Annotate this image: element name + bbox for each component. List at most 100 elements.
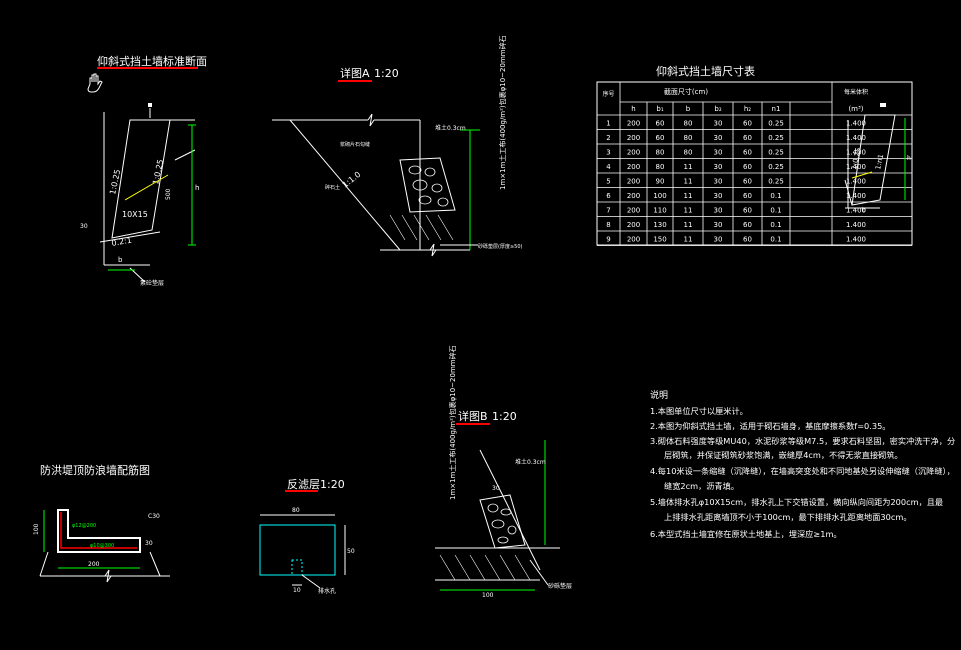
table-cell: 200 [627,207,640,215]
flood-dim-200: 200 [88,561,100,568]
table-cell: 80 [656,149,665,157]
main-dim-500: 500 [165,188,172,200]
table-cell: 1.400 [846,163,866,171]
table-cell: 60 [743,163,752,171]
detail-b-vertical-text: 1m×1m土工布(400g/m²)包裹φ10~20mm碎石 [448,345,457,500]
table-cell: 30 [714,178,723,186]
table-header-no: 序号 [602,90,614,98]
table-title: 仰斜式挡土墙尺寸表 [656,64,755,78]
table-cell: 200 [627,163,640,171]
main-dim-30: 30 [80,223,88,230]
detail-a-drawing: 详图A 1:20 1:1.0 碎石土 浆砌片石勾缝 堆土 [272,35,523,257]
detail-b-label-bottom: 砂砾垫层 [548,582,572,590]
flood-dim-c30: C30 [148,513,160,520]
flood-rebar-2: φ10@300 [90,543,114,549]
filter-layer-title: 反滤层 [287,478,320,491]
table-cell: 11 [684,163,693,171]
table-cell: 2 [606,134,610,142]
main-dim-h: h [195,184,199,192]
table-cell: 1.400 [846,134,866,142]
table-cell: 60 [743,120,752,128]
table-cell: 200 [627,149,640,157]
table-cell: 0.1 [770,192,781,200]
table-cell: 110 [653,207,666,215]
notes-item: 5.墙体排水孔φ10X15cm，排水孔上下交错设置，横向纵向间距为200cm，且… [650,497,943,507]
table-cell: 30 [714,149,723,157]
table-cell: 1 [606,120,610,128]
table-cell: 60 [743,178,752,186]
notes-block: 说明 1.本图单位尺寸以厘米计。 2.本图为仰斜式挡土墙，适用于砌石墙身，基底摩… [650,389,955,539]
filter-layer-scale: 1:20 [320,478,345,491]
filter-dim-top: 80 [292,507,300,514]
detail-a-title: 详图A [340,66,370,80]
table-cell: 100 [653,192,666,200]
small-dim-b: b [862,207,866,214]
notes-item: 1.本图单位尺寸以厘米计。 [650,406,748,416]
main-section-drawing: 仰斜式挡土墙标准断面 1:0.25 1:0.25 0.2:1 10X15 h b… [80,54,207,287]
table-cell: 1.400 [846,192,866,200]
detail-a-label-fill: 碎石土 [325,184,340,191]
table-cell: 200 [627,221,640,229]
table-cell: 60 [656,134,665,142]
main-dim-b: b [118,256,123,264]
table-header-cell: b₂ [714,105,721,113]
flood-wall-drawing: 防洪堤顶防浪墙配筋图 200 100 30 φ12@200 φ10@300 C3… [33,463,170,583]
table-cell: 60 [656,120,665,128]
detail-a-slope: 1:1.0 [341,170,363,190]
table-cell: 0.25 [768,134,784,142]
table-cell: 7 [606,207,610,215]
notes-title: 说明 [650,389,668,401]
table-cell: 11 [684,178,693,186]
table-cell: 200 [627,134,640,142]
table-cell: 0.25 [768,120,784,128]
detail-b-label-top: 堆土0.3cm [515,458,546,466]
detail-a-scale: 1:20 [374,67,399,80]
table-cell: 30 [714,221,723,229]
table-cell: 8 [606,221,610,229]
table-cell: 1.400 [846,149,866,157]
table-header-extra: 每米体积 [844,88,868,96]
detail-a-label-right-top: 堆土0.3cm [435,124,466,132]
table-cell: 30 [714,236,723,244]
detail-b-dim-100: 100 [482,592,494,599]
table-cell: 60 [743,236,752,244]
detail-b-dim-30: 30 [492,485,500,492]
table-cell: 150 [653,236,666,244]
notes-item: 层砌筑，并保证砌筑砂浆饱满，嵌缝厚4cm，不得无浆直接砌筑。 [664,450,903,460]
table-cell: 200 [627,120,640,128]
table-cell: 200 [627,236,640,244]
flood-dim-100: 100 [33,523,40,535]
table-cell: 5 [606,178,610,186]
table-cell: 0.1 [770,207,781,215]
flood-rebar-1: φ12@200 [72,523,96,529]
table-header-group: 截面尺寸(cm) [664,87,708,96]
detail-a-label-top: 浆砌片石勾缝 [340,141,370,148]
table-cell: 80 [684,134,693,142]
flood-dim-30: 30 [145,540,153,547]
detail-a-label-right-bottom: 砂砾垫层(厚度≥50) [478,243,523,250]
filter-note: 排水孔 [318,587,336,595]
table-cell: 1.400 [846,221,866,229]
table-cell: 0.25 [768,149,784,157]
filter-dim-10: 10 [293,587,301,594]
detail-b-title: 详图B [458,409,488,423]
table-cell: 90 [656,178,665,186]
table-cell: 30 [714,120,723,128]
filter-layer-drawing: 反滤层 1:20 80 50 10 排水孔 [259,478,355,595]
table-cell: 200 [627,192,640,200]
table-cell: 1.400 [846,178,866,186]
main-note-bottom: 素砼垫层 [140,279,164,287]
table-cell: 60 [743,221,752,229]
notes-item: 2.本图为仰斜式挡土墙，适用于砌石墙身，基底摩擦系数f=0.35。 [650,421,890,431]
table-cell: 60 [743,192,752,200]
detail-a-gravel [408,165,449,207]
table-cell: 60 [743,207,752,215]
main-section-title: 仰斜式挡土墙标准断面 [97,54,207,68]
table-cell: 30 [714,134,723,142]
table-cell: 60 [743,149,752,157]
table-cell: 0.25 [768,178,784,186]
detail-a-vertical-text: 1m×1m土工布(400g/m²)包裹φ10~20mm碎石 [498,35,507,190]
table-header-cell: (m³) [848,105,863,113]
table-cell: 11 [684,221,693,229]
